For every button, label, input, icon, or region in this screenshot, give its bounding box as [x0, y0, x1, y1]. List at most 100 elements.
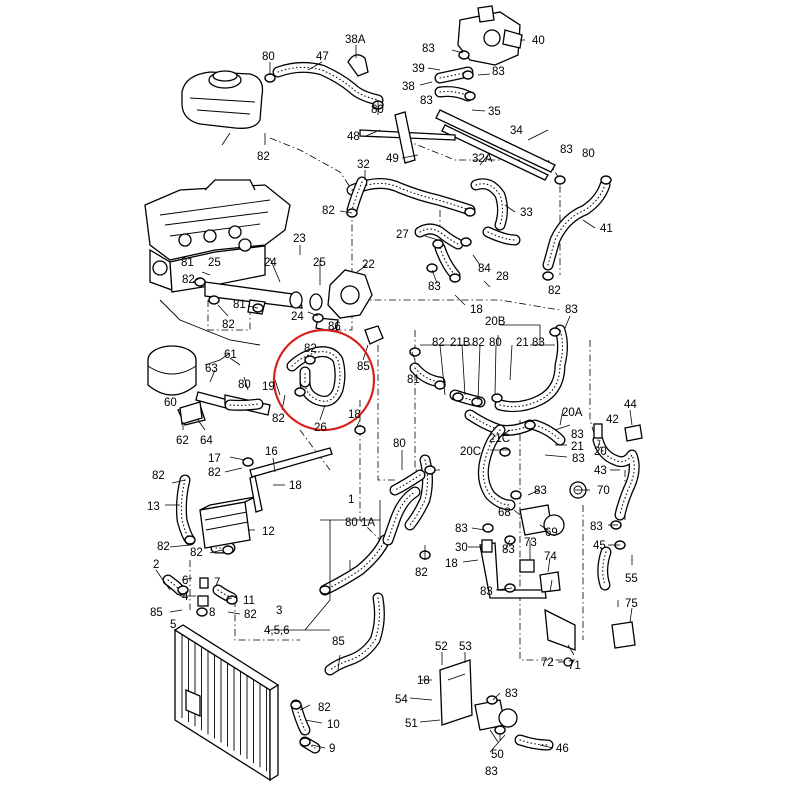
- label-1: 1: [348, 494, 354, 506]
- hose-clamp: [510, 490, 522, 500]
- label-18e: 18: [417, 675, 430, 687]
- label-69: 69: [545, 527, 558, 539]
- label-20b: 20B: [485, 316, 506, 328]
- label-80d: 80: [238, 379, 251, 391]
- label-456: 4,5,6: [264, 625, 290, 637]
- label-61: 61: [224, 349, 237, 361]
- hose-clamp: [184, 535, 196, 545]
- expansion-tank: [181, 70, 264, 129]
- hose-clamp: [462, 70, 474, 80]
- label-21-83: 21 83: [516, 337, 545, 349]
- hose-clamp: [434, 380, 446, 390]
- label-83k: 83: [502, 544, 515, 556]
- label-82a: 82: [322, 205, 335, 217]
- label-68: 68: [498, 507, 511, 519]
- engine-block: [144, 179, 291, 346]
- hose-clamp: [432, 239, 444, 249]
- label-32: 32: [357, 159, 370, 171]
- label-38a: 38A: [345, 34, 366, 46]
- label-45: 45: [593, 540, 606, 552]
- label-20c: 20C: [460, 446, 481, 458]
- hoses: [162, 61, 640, 754]
- label-39: 39: [412, 63, 425, 75]
- label-83i: 83: [534, 485, 547, 497]
- coolant-hose: [477, 424, 516, 511]
- oil-filter: [147, 345, 271, 426]
- hose-clamp: [409, 347, 421, 357]
- label-34: 34: [510, 125, 523, 137]
- label-83m: 83: [590, 521, 603, 533]
- label-18c: 18: [289, 480, 302, 492]
- coolant-hose: [529, 419, 566, 446]
- label-82d: 82: [182, 274, 195, 286]
- label-16: 16: [265, 446, 278, 458]
- label-13: 13: [147, 501, 160, 513]
- label-8: 8: [209, 607, 215, 619]
- label-17: 17: [208, 453, 221, 465]
- label-73: 73: [524, 537, 537, 549]
- hose-clamp: [304, 355, 316, 365]
- label-83b: 83: [420, 95, 433, 107]
- label-801a: 80 1A: [345, 517, 375, 529]
- label-5: 5: [170, 619, 176, 631]
- coolant-hose: [434, 86, 474, 102]
- label-12: 12: [262, 526, 275, 538]
- hose-clamp: [460, 237, 472, 247]
- coolant-hose: [470, 178, 508, 231]
- coolant-hose: [494, 324, 568, 413]
- label-83f: 83: [565, 304, 578, 316]
- label-41: 41: [600, 223, 613, 235]
- coolant-hose: [346, 178, 476, 216]
- hose-clamp: [196, 607, 208, 617]
- label-44: 44: [624, 399, 637, 411]
- label-33: 33: [520, 207, 533, 219]
- label-82k: 82: [190, 547, 203, 559]
- coolant-hose: [434, 242, 461, 281]
- hose-clamp: [499, 447, 511, 457]
- label-55: 55: [625, 573, 638, 585]
- hose-clamp: [524, 420, 536, 430]
- label-40: 40: [532, 35, 545, 47]
- hose-clamp: [464, 91, 476, 101]
- label-72: 72: [541, 657, 554, 669]
- label-82n: 82: [415, 567, 428, 579]
- label-82g: 82: [272, 413, 285, 425]
- hose-clamp: [222, 545, 234, 555]
- hose-clamp: [554, 175, 566, 185]
- hose-clamp: [194, 277, 206, 287]
- hose-clamp: [494, 725, 506, 735]
- hose-clamp: [549, 327, 561, 337]
- coolant-hose: [542, 179, 611, 271]
- part-labels: 80 47 38A 80 48 49 32 82 82 83 39 38 83 …: [147, 34, 638, 778]
- label-80e: 80: [393, 438, 406, 450]
- coolant-hose: [319, 534, 391, 596]
- hose-clamp: [290, 700, 302, 710]
- label-83n: 83: [505, 688, 518, 700]
- label-25: 25: [313, 257, 326, 269]
- label-83d: 83: [560, 144, 573, 156]
- coolant-hose: [272, 61, 384, 106]
- label-24b: 24: [291, 311, 304, 323]
- label-49: 49: [386, 153, 399, 165]
- label-18d: 18: [445, 558, 458, 570]
- label-83l: 83: [480, 586, 493, 598]
- label-21b: 21B: [450, 337, 471, 349]
- label-38: 38: [402, 81, 415, 93]
- label-62: 62: [176, 435, 189, 447]
- label-6: 6: [182, 575, 188, 587]
- label-7: 7: [214, 577, 220, 589]
- label-20: 20: [594, 446, 607, 458]
- label-81a: 81: [181, 257, 194, 269]
- hose-clamp: [319, 585, 331, 595]
- label-26: 26: [314, 422, 327, 434]
- label-52: 52: [435, 641, 448, 653]
- hose-clamp: [424, 465, 436, 475]
- coolant-hose: [175, 474, 196, 546]
- hose-clamp: [242, 457, 254, 467]
- label-83c: 83: [492, 66, 505, 78]
- label-28: 28: [496, 271, 509, 283]
- label-71: 71: [568, 660, 581, 672]
- label-84: 84: [478, 263, 491, 275]
- hose-clamp: [294, 387, 306, 397]
- label-83e: 83: [428, 281, 441, 293]
